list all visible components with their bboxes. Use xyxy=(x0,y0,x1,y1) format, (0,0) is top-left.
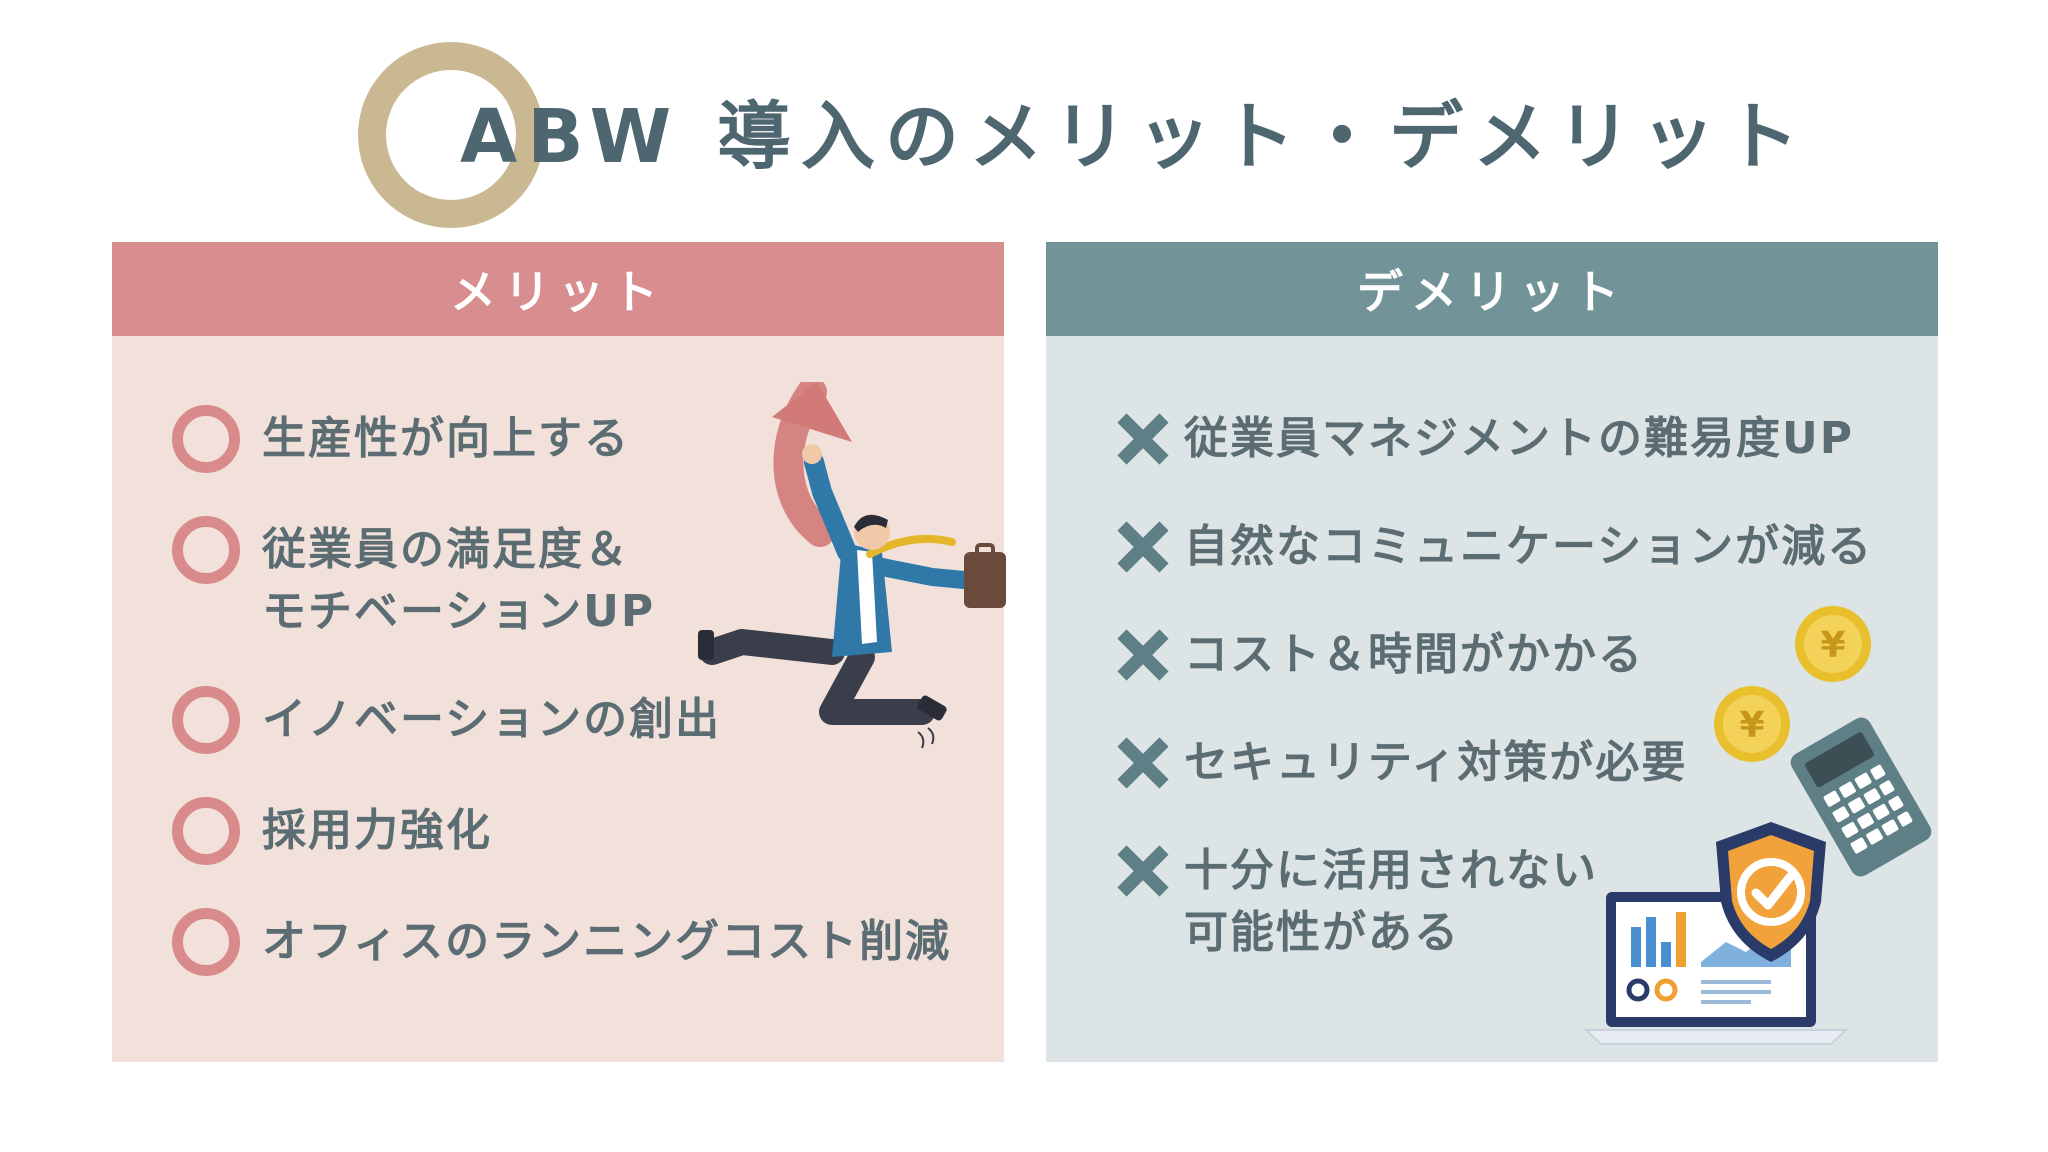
cross-icon xyxy=(1117,521,1169,573)
businessman-jumping-arrow-icon xyxy=(698,382,1006,749)
yen-coin-icon: ¥ xyxy=(1714,686,1790,762)
demerit-item-text: 従業員マネジメントの難易度UP xyxy=(1184,413,1854,464)
circle-icon xyxy=(172,908,240,976)
merit-item-text: イノベーションの創出 xyxy=(262,694,722,745)
merit-item: 生産性が向上する xyxy=(172,405,951,473)
circle-icon xyxy=(172,516,240,584)
demerit-item: 自然なコミュニケーションが減る xyxy=(1114,516,1873,578)
demerit-item-text: 自然なコミュニケーションが減る xyxy=(1184,521,1874,572)
svg-text:¥: ¥ xyxy=(1739,705,1764,746)
merit-item-text: 従業員の満足度＆ モチベーションUP xyxy=(262,524,656,637)
demerit-item-text: セキュリティ対策が必要 xyxy=(1184,737,1688,788)
merit-header: メリット xyxy=(112,242,1004,336)
merit-item-text: 生産性が向上する xyxy=(262,413,630,464)
merit-item: イノベーションの創出 xyxy=(172,686,951,754)
cross-icon xyxy=(1117,737,1169,789)
demerit-panel: デメリット 従業員マネジメントの難易度UP 自然なコミュニケーションが減る コス… xyxy=(1046,242,1938,1062)
page-title: ABW 導入のメリット・デメリット xyxy=(460,94,1810,180)
demerit-item: コスト＆時間がかかる xyxy=(1114,624,1873,686)
cross-icon xyxy=(1117,629,1169,681)
demerit-item-text: コスト＆時間がかかる xyxy=(1184,629,1644,680)
svg-text:¥: ¥ xyxy=(1820,625,1845,666)
calculator-icon xyxy=(1790,717,1932,877)
merit-list: 生産性が向上する 従業員の満足度＆ モチベーションUP イノベーションの創出 採… xyxy=(172,405,952,1022)
merit-item: 採用力強化 xyxy=(172,797,951,865)
merit-panel: メリット 生産性が向上する 従業員の満足度＆ モチベーションUP イノベーション… xyxy=(112,242,1006,1062)
cross-icon xyxy=(1117,413,1169,465)
demerit-header: デメリット xyxy=(1046,242,1938,336)
yen-coin-icon: ¥ xyxy=(1795,606,1871,682)
demerit-item: 従業員マネジメントの難易度UP xyxy=(1114,408,1873,470)
merit-item-text: オフィスのランニングコスト削減 xyxy=(262,916,952,967)
cross-icon xyxy=(1117,845,1169,897)
merit-item: オフィスのランニングコスト削減 xyxy=(172,908,952,976)
circle-icon xyxy=(172,686,240,754)
security-shield-check-icon xyxy=(1716,822,1826,962)
demerit-item-text: 十分に活用されない 可能性がある xyxy=(1184,845,1598,958)
merit-item-text: 採用力強化 xyxy=(262,805,492,856)
demerit-list: 従業員マネジメントの難易度UP 自然なコミュニケーションが減る コスト＆時間がか… xyxy=(1114,408,1873,1010)
demerit-item: セキュリティ対策が必要 xyxy=(1114,732,1873,794)
merit-item: 従業員の満足度＆ モチベーションUP xyxy=(172,516,951,643)
demerit-item: 十分に活用されない 可能性がある xyxy=(1114,840,1873,964)
circle-icon xyxy=(172,405,240,473)
circle-icon xyxy=(172,797,240,865)
